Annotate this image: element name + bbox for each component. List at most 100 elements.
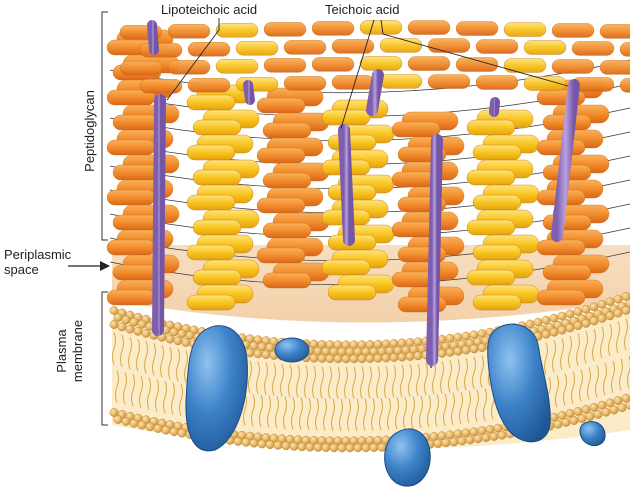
- lipid-tail-lower: [299, 397, 303, 430]
- lipid-tail-upper: [384, 365, 388, 399]
- lipid-tail-lower: [411, 396, 415, 429]
- lipid-tail-lower: [283, 396, 287, 430]
- peptidoglycan-sugar-back: [503, 22, 547, 37]
- lipid-head: [605, 398, 615, 408]
- lipid-head: [137, 420, 147, 430]
- lipid-tail-lower: [459, 391, 463, 425]
- peptidoglycan-sugar: [472, 244, 522, 261]
- lipid-tail-lower: [267, 395, 271, 428]
- peptidoglycan-sugar: [327, 284, 377, 301]
- peptidoglycan-sugar-back: [455, 21, 499, 36]
- peptidoglycan-sugar-back: [407, 56, 451, 71]
- lipid-head: [117, 322, 127, 332]
- lipid-head: [113, 415, 123, 424]
- lipid-tail-lower: [363, 398, 367, 431]
- peptidoglycan-sugar: [256, 247, 306, 264]
- peptidoglycan-sugar: [472, 144, 522, 161]
- teichoic-acid-rod-2: [551, 79, 580, 242]
- lipid-tail-lower: [379, 398, 383, 431]
- peptidoglycan-sugar-back: [283, 40, 327, 55]
- lipid-tail-upper: [432, 362, 436, 395]
- lipid-tail-upper: [552, 340, 556, 373]
- lipid-head: [621, 306, 630, 315]
- peptidoglycan-sugar: [192, 219, 242, 236]
- lipid-tail-upper: [184, 350, 188, 383]
- peptidoglycan-sugar-back: [119, 61, 163, 76]
- lipid-tail-lower: [483, 388, 487, 421]
- lipid-tail-upper: [584, 331, 588, 364]
- lipid-tail-upper: [312, 365, 316, 399]
- lipid-head: [253, 349, 263, 359]
- lipid-tail-upper: [352, 366, 356, 399]
- lipid-tail-upper: [608, 323, 612, 356]
- peptidoglycan-sugar: [542, 214, 592, 231]
- lipid-head: [129, 418, 139, 428]
- lipid-head: [289, 441, 299, 451]
- lipid-head: [613, 294, 623, 304]
- lipid-tail-lower: [147, 377, 151, 411]
- lipid-head: [453, 346, 463, 356]
- peptidoglycan-sugar: [262, 272, 312, 289]
- lipid-tail-upper: [336, 366, 340, 399]
- lipid-head: [133, 326, 143, 336]
- peptidoglycan-sugar-back: [235, 41, 279, 56]
- membrane-protein-small: [274, 337, 310, 363]
- peptidoglycan-sugar: [106, 189, 156, 206]
- lipid-tail-upper: [264, 362, 268, 395]
- lipid-tail-lower: [571, 371, 575, 404]
- peptidoglycan-sugar-back: [167, 24, 211, 39]
- lipid-head: [593, 409, 603, 419]
- peptidoglycan-sugar-back: [311, 21, 355, 36]
- peptidoglycan-sugar: [536, 239, 586, 256]
- leader-lines: [166, 18, 569, 129]
- lipid-head: [365, 354, 375, 363]
- lipid-head: [557, 325, 567, 335]
- lipid-head: [325, 354, 335, 364]
- lipid-tail-upper: [408, 364, 412, 397]
- lipid-head: [577, 414, 587, 423]
- lipid-head: [413, 351, 423, 361]
- peptidoglycan-sugar: [256, 97, 306, 114]
- lipid-tail-upper: [448, 360, 452, 393]
- peptidoglycan-sugar-back: [215, 23, 259, 38]
- peptidoglycan-sugar-back: [215, 59, 259, 74]
- lipid-tail-upper: [152, 343, 156, 376]
- peptidoglycan-sugar-back: [359, 56, 403, 71]
- lipid-tail-lower: [339, 398, 343, 432]
- peptidoglycan-sugar-back: [379, 74, 423, 89]
- leader-line-teichoic-1: [340, 19, 375, 129]
- lipid-head: [553, 419, 563, 429]
- lipid-head: [581, 318, 591, 328]
- lipid-head: [621, 393, 630, 403]
- lipid-head: [441, 438, 451, 448]
- peptidoglycan-sugar: [327, 134, 377, 151]
- plasma-membrane-bracket: [101, 291, 108, 426]
- lipid-head: [257, 439, 267, 449]
- lipid-head: [381, 353, 391, 363]
- lipid-head: [605, 311, 615, 321]
- plasma-membrane-label: Plasma membrane: [54, 311, 86, 391]
- lipid-tail-upper: [568, 335, 572, 369]
- peptidoglycan-sugar: [106, 239, 156, 256]
- peptidoglycan-sugar-back: [263, 22, 307, 37]
- peptidoglycan-sugar: [466, 219, 516, 236]
- lipid-head: [153, 424, 163, 433]
- peptidoglycan-sugar: [321, 259, 371, 276]
- lipid-head: [121, 417, 131, 426]
- peptidoglycan-sugar: [192, 269, 242, 286]
- lipid-tail-lower: [587, 367, 591, 400]
- lipid-tail-lower: [347, 398, 351, 432]
- lipid-tail-upper: [376, 366, 380, 399]
- lipid-tail-upper: [136, 339, 140, 372]
- membrane-protein-left: [185, 325, 248, 452]
- lipid-head: [345, 443, 355, 453]
- leader-line-teichoic-2: [380, 19, 569, 87]
- peptidoglycan-sugar: [466, 269, 516, 286]
- peptidoglycan-sugar-back: [599, 24, 630, 39]
- lipid-head: [109, 320, 119, 329]
- lipid-head: [169, 427, 179, 437]
- lipid-tail-upper: [248, 360, 252, 394]
- lipid-tail-upper: [296, 365, 300, 398]
- peptidoglycan-sugar-back: [619, 78, 630, 93]
- peptidoglycan-sugar: [466, 119, 516, 136]
